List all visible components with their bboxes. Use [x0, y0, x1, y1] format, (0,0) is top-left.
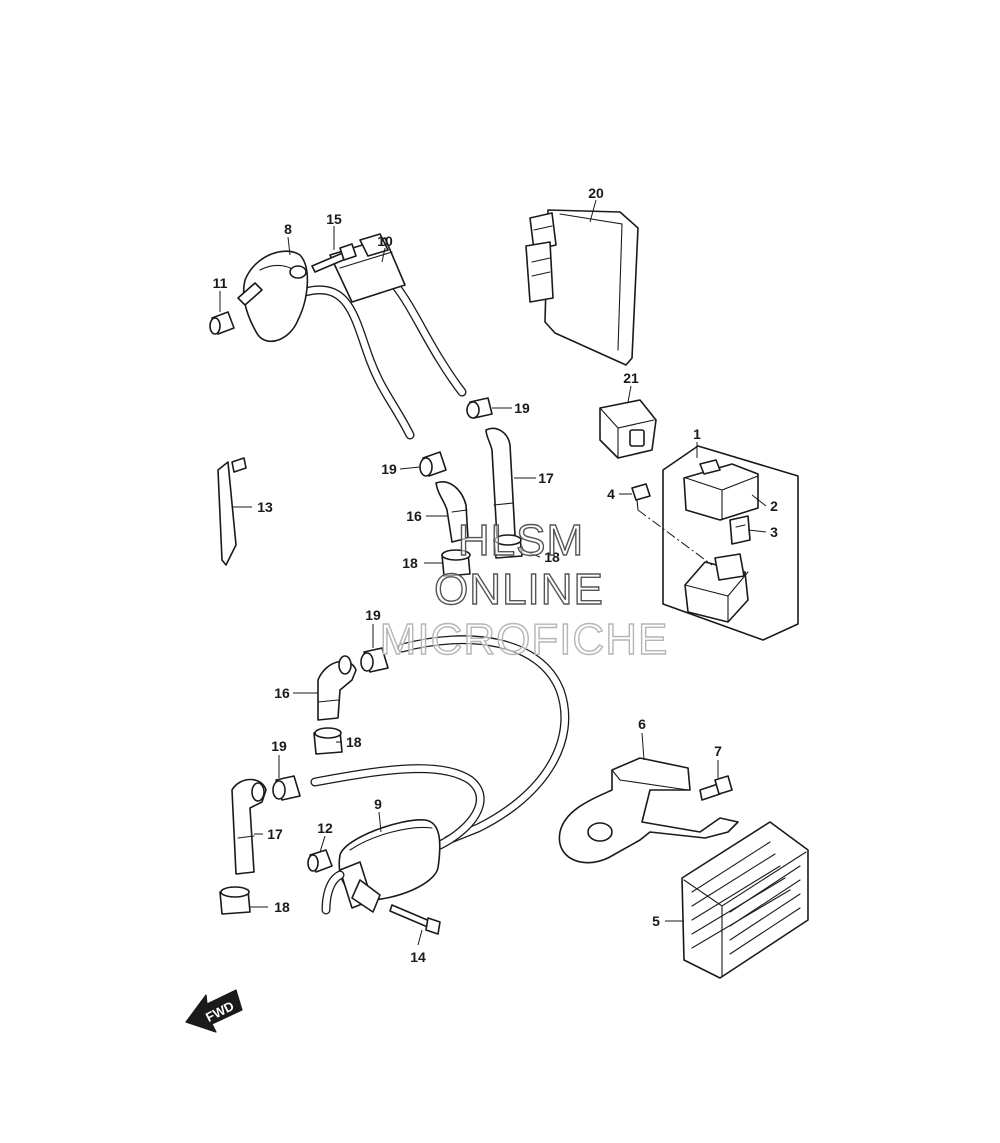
callout-18-upper-left: 18: [402, 555, 418, 571]
ignition-coil-upper: [209, 233, 467, 440]
callout-19-upper-right: 19: [514, 400, 530, 416]
callout-10: 10: [377, 233, 393, 249]
regulator-rectifier: [681, 821, 809, 979]
callout-16-lower: 16: [274, 685, 290, 701]
ignition-coil-lower: [307, 635, 570, 935]
fwd-arrow-icon: FWD: [185, 989, 243, 1033]
spark-plug-caps-upper: [419, 397, 523, 577]
callout-7: 7: [714, 743, 722, 759]
callout-15: 15: [326, 211, 342, 227]
regulator-bracket: [558, 757, 739, 864]
callout-6: 6: [638, 716, 646, 732]
callout-13: 13: [257, 499, 273, 515]
cable-tie: [217, 457, 247, 566]
callout-18-upper-right: 18: [544, 549, 560, 565]
callout-19-upper-left: 19: [381, 461, 397, 477]
watermark: HLSM ONLINE MICROFICHE: [379, 515, 669, 664]
watermark-line-1: HLSM: [458, 516, 584, 565]
callout-11: 11: [213, 275, 228, 291]
ecm-unit: [525, 209, 639, 366]
callout-4: 4: [607, 486, 615, 502]
callout-12: 12: [317, 820, 333, 836]
callout-18-lower-bottom: 18: [274, 899, 290, 915]
connector: [599, 399, 657, 459]
leader-lines: [219, 199, 767, 946]
callout-17-lower: 17: [267, 826, 283, 842]
callout-20: 20: [588, 185, 604, 201]
watermark-line-2: ONLINE: [434, 565, 604, 614]
callout-2: 2: [770, 498, 778, 514]
callout-1: 1: [693, 426, 701, 442]
callout-19-lower-top: 19: [365, 607, 381, 623]
callout-19-lower-left: 19: [271, 738, 287, 754]
callout-14: 14: [410, 949, 426, 965]
callout-21: 21: [623, 370, 639, 386]
callout-8: 8: [284, 221, 292, 237]
callout-3: 3: [770, 524, 778, 540]
callout-labels: 20 21 1 2 3 4 15 10 8 11 13 19 19 17 16 …: [213, 185, 779, 965]
callout-16-upper: 16: [406, 508, 422, 524]
watermark-line-3: MICROFICHE: [380, 615, 669, 664]
callout-18-lower-mid: 18: [346, 734, 362, 750]
callout-17-upper: 17: [538, 470, 554, 486]
callout-9: 9: [374, 796, 382, 812]
starter-relay-group: [631, 445, 799, 641]
callout-5: 5: [652, 913, 660, 929]
spark-plug-caps-lower: [219, 647, 389, 915]
